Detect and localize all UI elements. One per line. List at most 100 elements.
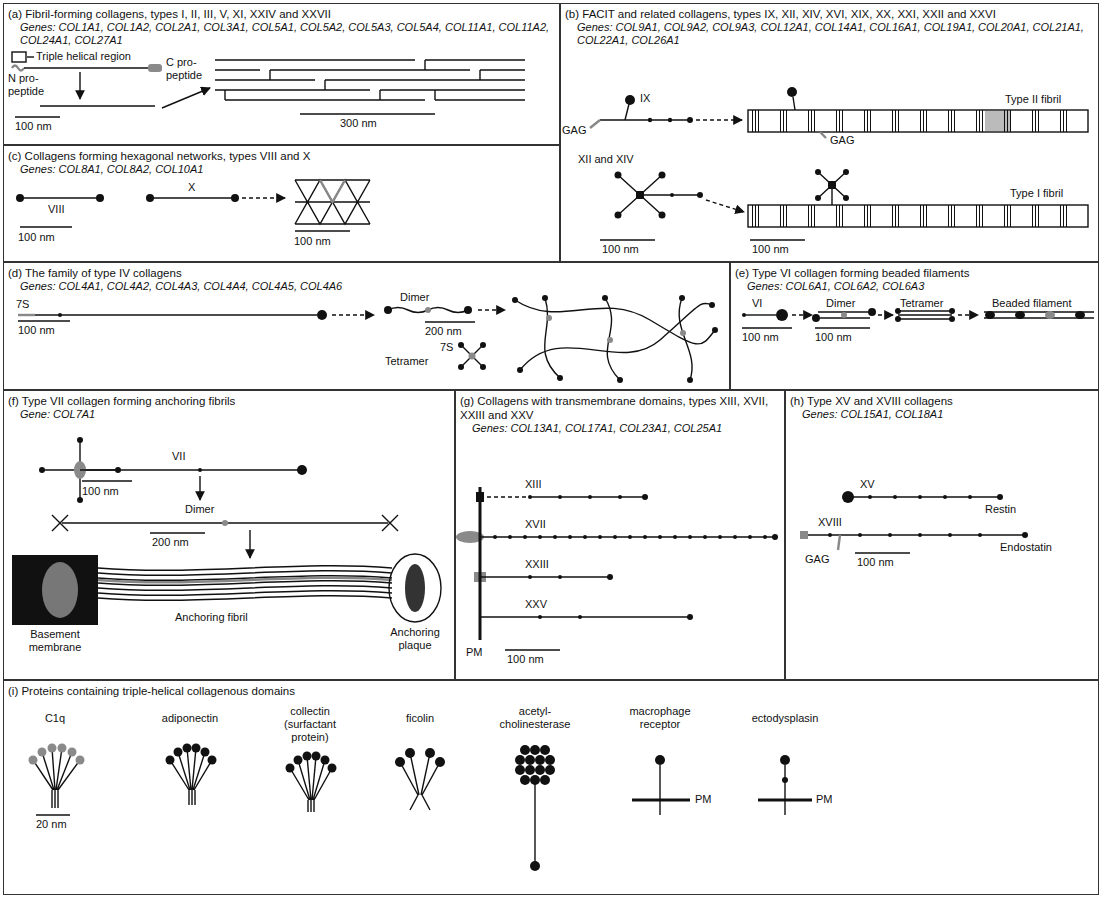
figure-label: XIII [525, 478, 542, 491]
xv-xviii-figure-part [918, 533, 922, 537]
xv-xviii-figure-part [943, 495, 947, 499]
figure-label: VIII [48, 203, 65, 216]
panel-box: (b) FACIT and related collagens, types I… [560, 3, 1099, 262]
type-vi-figure-part [898, 311, 952, 319]
transmembrane-figure-part [538, 615, 542, 619]
type-vi-figure-part [895, 316, 901, 322]
figure-label: 7S [16, 298, 29, 311]
collagenous-protein-figure-part [174, 748, 183, 757]
facit-figure-part [828, 181, 836, 189]
type-vi-figure-part [984, 312, 1094, 318]
fibril-forming-figure-part [225, 60, 480, 100]
transmembrane-figure-part [528, 575, 532, 579]
collagenous-protein-figure-part [192, 744, 201, 753]
figure-label: Tetramer [385, 355, 428, 368]
xv-xviii-figure-part [800, 531, 808, 539]
figure-label: collectin (surfactant protein) [274, 705, 346, 744]
figure-label: 100 nm [857, 556, 894, 569]
collagenous-protein-figure-part [520, 775, 530, 785]
anchoring-fibril-figure-part [42, 562, 78, 618]
type-iv-figure-part [425, 321, 475, 322]
facit-figure-part [748, 205, 1088, 227]
figure-label: Basement membrane [20, 628, 90, 654]
transmembrane-figure-part [553, 535, 557, 539]
xv-xviii-figure-part [858, 533, 862, 537]
transmembrane-figure-part [480, 576, 610, 577]
collagenous-protein-figure-part [290, 756, 332, 812]
transmembrane-figure-part [687, 614, 693, 620]
facit-figure-part [670, 193, 674, 197]
fibril-forming-figure-part [12, 66, 24, 71]
gene-list: Genes: COL1A1, COL1A2, COL2A1, COL3A1, C… [20, 21, 555, 47]
type-iv-figure-part [35, 314, 317, 315]
transmembrane-figure-part [505, 649, 560, 650]
facit-figure-part [820, 132, 826, 138]
collagenous-protein-figure-part [784, 765, 785, 815]
xv-xviii-figure-part [838, 535, 840, 550]
figure-label: 100 nm [507, 653, 544, 666]
type-iv-figure-part [384, 306, 392, 314]
facit-figure-part [625, 104, 629, 120]
type-vi-figure-part [985, 311, 995, 319]
collagenous-protein-figure-part [655, 755, 665, 765]
type-iv-figure-part [58, 313, 62, 317]
figure-label: 100 nm [815, 331, 852, 344]
type-iv-figure-part [679, 298, 692, 380]
anchoring-fibril-figure-part [80, 469, 298, 470]
anchoring-fibril-figure-part [297, 465, 307, 475]
anchoring-fibril-figure-part [82, 480, 132, 481]
collagenous-protein-figure-part [545, 765, 555, 775]
type-iv-figure-part [388, 308, 468, 313]
facit-figure-part [793, 97, 795, 110]
anchoring-fibril-figure-part [405, 564, 425, 612]
anchoring-fibril-figure-part [222, 520, 228, 526]
network-figure-part [150, 197, 235, 198]
type-iv-figure-part [680, 330, 686, 336]
figure-label: 100 nm [82, 485, 119, 498]
figure-label: 200 nm [152, 536, 189, 549]
figure-label: Endostatin [1000, 541, 1052, 554]
facit-figure-part [687, 117, 693, 123]
panel-heading: (f) Type VII collagen forming anchoring … [8, 394, 450, 408]
transmembrane-figure-part [703, 535, 707, 539]
transmembrane-figure-part [480, 496, 530, 497]
figure-label: IX [640, 92, 650, 105]
network-figure-part [295, 230, 350, 231]
figure-label: VII [172, 450, 185, 463]
figure-label: GAG [562, 124, 586, 137]
transmembrane-figure-part [772, 534, 778, 540]
collagenous-protein-figure-part [530, 861, 540, 871]
transmembrane-figure-part [628, 535, 632, 539]
type-iv-figure-part [602, 295, 608, 301]
panel-heading: (h) Type XV and XVIII collagens [790, 394, 1094, 408]
anchoring-fibril-figure-part [199, 476, 200, 500]
transmembrane-figure-part [688, 535, 692, 539]
transmembrane-figure-part [493, 535, 497, 539]
panel-box: (a) Fibril-forming collagens, types I, I… [3, 3, 560, 145]
type-iv-figure-part [317, 310, 327, 320]
figure-label: GAG [830, 134, 854, 147]
collagenous-protein-figure-part [33, 748, 80, 808]
gene-list: Genes: COL4A1, COL4A2, COL4A3, COL4A4, C… [20, 280, 725, 293]
gene-list: Genes: COL6A1, COL6A2, COL6A3 [747, 280, 1094, 293]
collagenous-protein-figure-part [405, 748, 415, 758]
xv-xviii-figure-part [918, 495, 922, 499]
transmembrane-figure-part [530, 496, 645, 497]
xv-xviii-figure-part [888, 533, 892, 537]
collagenous-protein-figure-part [286, 764, 295, 773]
facit-figure [590, 87, 1088, 240]
fibril-forming-figure-part [79, 72, 80, 99]
transmembrane-figure-part [763, 535, 767, 539]
panel-box: (h) Type XV and XVIII collagensGenes: CO… [785, 390, 1099, 680]
figure-label: XVII [525, 518, 546, 531]
transmembrane-figure-part [588, 495, 592, 499]
anchoring-fibril-figure-part [389, 554, 441, 622]
type-iv-figure-part [520, 303, 712, 370]
type-vi-figure-part [742, 327, 792, 328]
figure-label: VI [752, 297, 762, 310]
collagenous-protein-figure-part [38, 748, 47, 757]
transmembrane-figure-part [643, 535, 647, 539]
collagenous-protein-figure-part [540, 775, 550, 785]
